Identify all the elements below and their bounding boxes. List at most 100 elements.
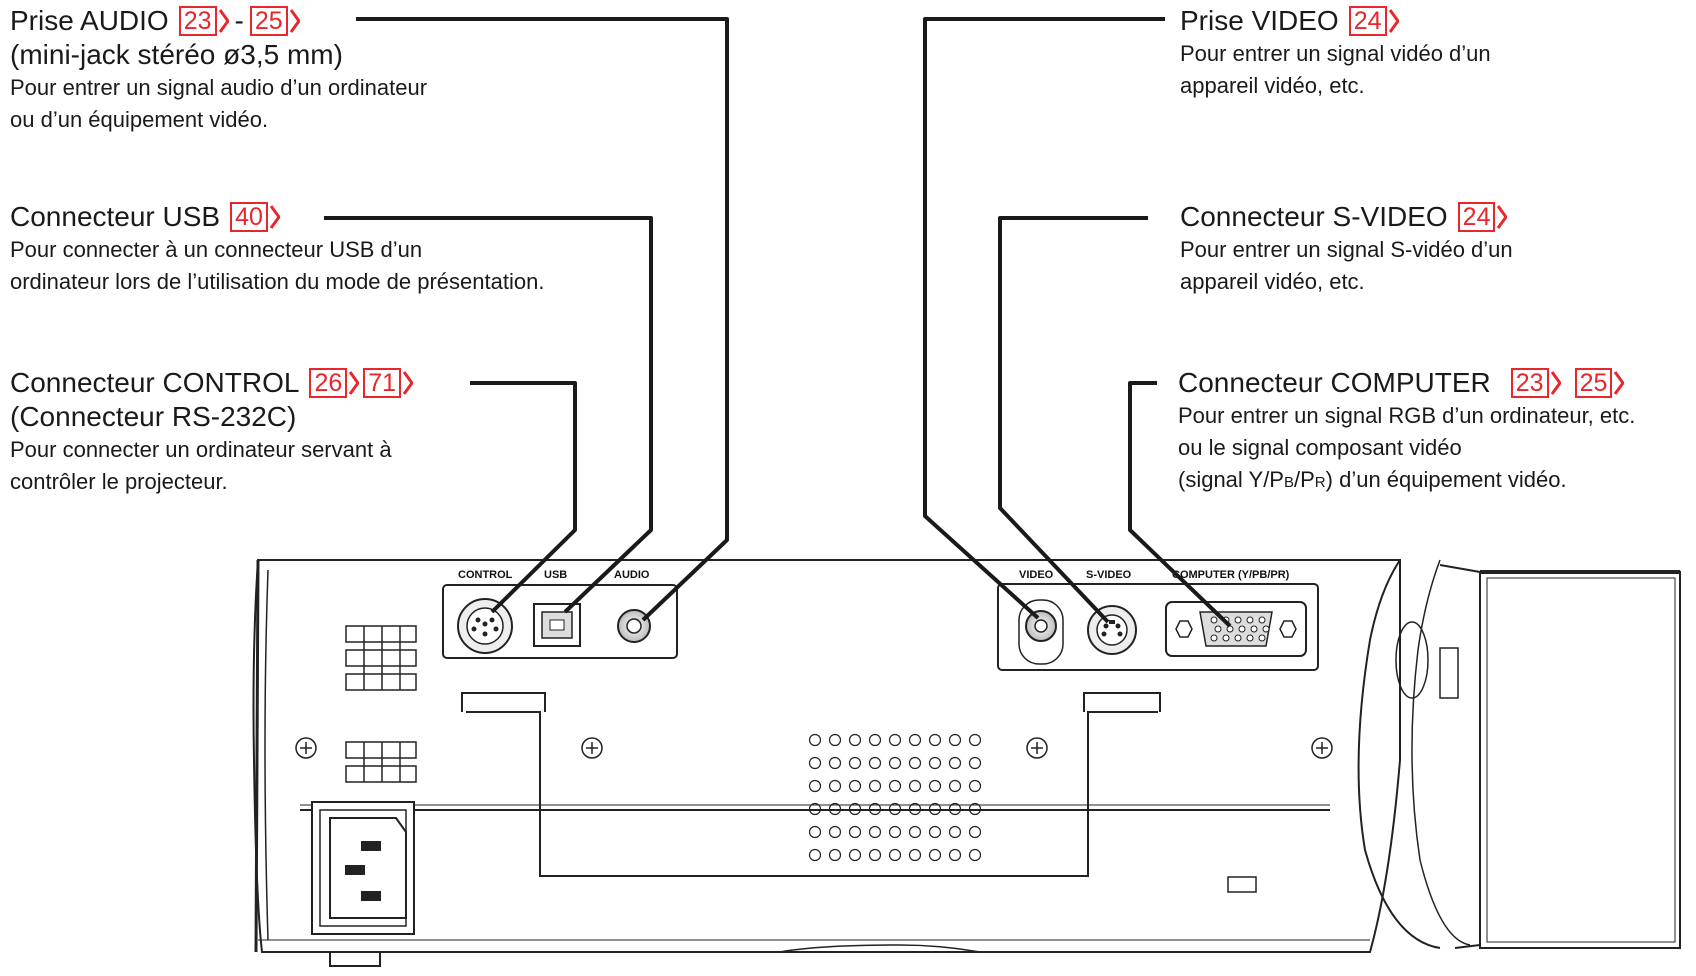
speaker-hole [828, 848, 842, 862]
callout-audio: Prise AUDIO 23 - 25 (mini-jack stéréo ø3… [10, 4, 427, 136]
dsub-pin [1234, 634, 1242, 642]
chevron-right-icon [269, 205, 280, 229]
dsub-pin [1238, 625, 1246, 633]
leader-control [470, 381, 577, 614]
speaker-hole [928, 733, 942, 747]
speaker-hole [808, 825, 822, 839]
speaker-hole [968, 779, 982, 793]
chevron-right-icon [1550, 371, 1561, 395]
speaker-hole [828, 756, 842, 770]
callout-svideo: Connecteur S-VIDEO 24 Pour entrer un sig… [1180, 200, 1513, 298]
control-title: Connecteur CONTROL [10, 367, 300, 398]
ref-number: 40 [230, 202, 268, 232]
page-ref-badge[interactable]: 26 [309, 368, 360, 398]
speaker-hole [888, 756, 902, 770]
usb-title-row: Connecteur USB 40 [10, 200, 544, 234]
control-desc-1: Pour connecter un ordinateur servant à [10, 437, 392, 462]
chevron-right-icon [1388, 9, 1399, 33]
usb-desc-2: ordinateur lors de l’utilisation du mode… [10, 269, 545, 294]
leader-svideo [998, 216, 1148, 624]
speaker-hole [828, 779, 842, 793]
callout-video: Prise VIDEO 24 Pour entrer un signal vid… [1180, 4, 1491, 102]
computer-title: Connecteur COMPUTER [1178, 367, 1491, 398]
audio-title: Prise AUDIO [10, 5, 169, 36]
speaker-hole [928, 848, 942, 862]
svideo-port [1087, 605, 1137, 655]
video-desc-1: Pour entrer un signal vidéo d’un [1180, 41, 1491, 66]
dsub-pin [1258, 616, 1266, 624]
audio-title-row: Prise AUDIO 23 - 25 [10, 4, 427, 38]
desc-text: ) d’un équipement vidéo. [1325, 467, 1567, 492]
page-ref-badge[interactable]: 24 [1348, 6, 1399, 36]
usb-title: Connecteur USB [10, 201, 221, 232]
speaker-hole [848, 825, 862, 839]
page-ref-badge[interactable]: 23 [178, 6, 229, 36]
desc-subscript: B [1283, 474, 1294, 491]
speaker-hole [808, 802, 822, 816]
svideo-desc-2: appareil vidéo, etc. [1180, 269, 1365, 294]
speaker-hole [908, 756, 922, 770]
leader-lines [324, 17, 1232, 628]
page-ref-badge[interactable]: 71 [363, 368, 414, 398]
speaker-hole [808, 756, 822, 770]
speaker-hole [848, 733, 862, 747]
speaker-hole [968, 802, 982, 816]
page-ref-badge[interactable]: 25 [1574, 368, 1625, 398]
dsub-pin [1246, 634, 1254, 642]
speaker-holes [808, 733, 982, 862]
speaker-hole [968, 733, 982, 747]
speaker-hole [948, 756, 962, 770]
computer-title-row: Connecteur COMPUTER 23 25 [1178, 366, 1635, 400]
chevron-right-icon [289, 9, 300, 33]
speaker-hole [948, 802, 962, 816]
dsub-pin [1246, 616, 1254, 624]
svideo-title-row: Connecteur S-VIDEO 24 [1180, 200, 1513, 234]
speaker-hole [908, 779, 922, 793]
callout-computer: Connecteur COMPUTER 23 25 Pour entrer un… [1178, 366, 1635, 499]
page-ref-badge[interactable]: 24 [1457, 202, 1508, 232]
page-ref-badge[interactable]: 25 [249, 6, 300, 36]
panel-label-usb: USB [544, 569, 567, 581]
audio-desc-2: ou d’un équipement vidéo. [10, 107, 269, 132]
bottom-panel [461, 692, 1257, 893]
speaker-hole [808, 733, 822, 747]
page-ref-badge[interactable]: 40 [230, 202, 280, 232]
power-inlet [311, 801, 415, 935]
speaker-hole [928, 779, 942, 793]
ref-separator: - [234, 5, 244, 36]
speaker-hole [928, 802, 942, 816]
speaker-hole [888, 802, 902, 816]
computer-port [1165, 601, 1307, 657]
callout-usb: Connecteur USB 40 Pour connecter à un co… [10, 200, 544, 298]
speaker-hole [908, 825, 922, 839]
speaker-hole [968, 756, 982, 770]
callout-control: Connecteur CONTROL 26 71 (Connecteur RS-… [10, 366, 414, 498]
ref-number: 25 [249, 6, 288, 36]
panel-label-computer: COMPUTER (Y/PB/PR) [1172, 569, 1290, 581]
dsub-pin [1226, 625, 1234, 633]
speaker-hole [868, 733, 882, 747]
panel-label-audio: AUDIO [614, 569, 650, 581]
speaker-hole [948, 848, 962, 862]
speaker-hole [828, 802, 842, 816]
computer-desc-3: (signal Y/PB/PR) d’un équipement vidéo. [1178, 464, 1635, 499]
ref-number: 24 [1348, 6, 1387, 36]
speaker-hole [848, 848, 862, 862]
control-title-row: Connecteur CONTROL 26 71 [10, 366, 414, 400]
video-desc-2: appareil vidéo, etc. [1180, 73, 1365, 98]
speaker-hole [848, 802, 862, 816]
speaker-hole [808, 779, 822, 793]
panel-label-svideo: S-VIDEO [1086, 569, 1132, 581]
control-subtitle: (Connecteur RS-232C) [10, 401, 297, 432]
dsub-pin [1234, 616, 1242, 624]
speaker-hole [908, 802, 922, 816]
chevron-right-icon [218, 9, 229, 33]
computer-desc-1: Pour entrer un signal RGB d’un ordinateu… [1178, 403, 1636, 428]
speaker-hole [868, 779, 882, 793]
speaker-hole [888, 733, 902, 747]
page-ref-badge[interactable]: 23 [1510, 368, 1561, 398]
speaker-hole [868, 825, 882, 839]
audio-jack [617, 609, 651, 643]
speaker-hole [868, 756, 882, 770]
